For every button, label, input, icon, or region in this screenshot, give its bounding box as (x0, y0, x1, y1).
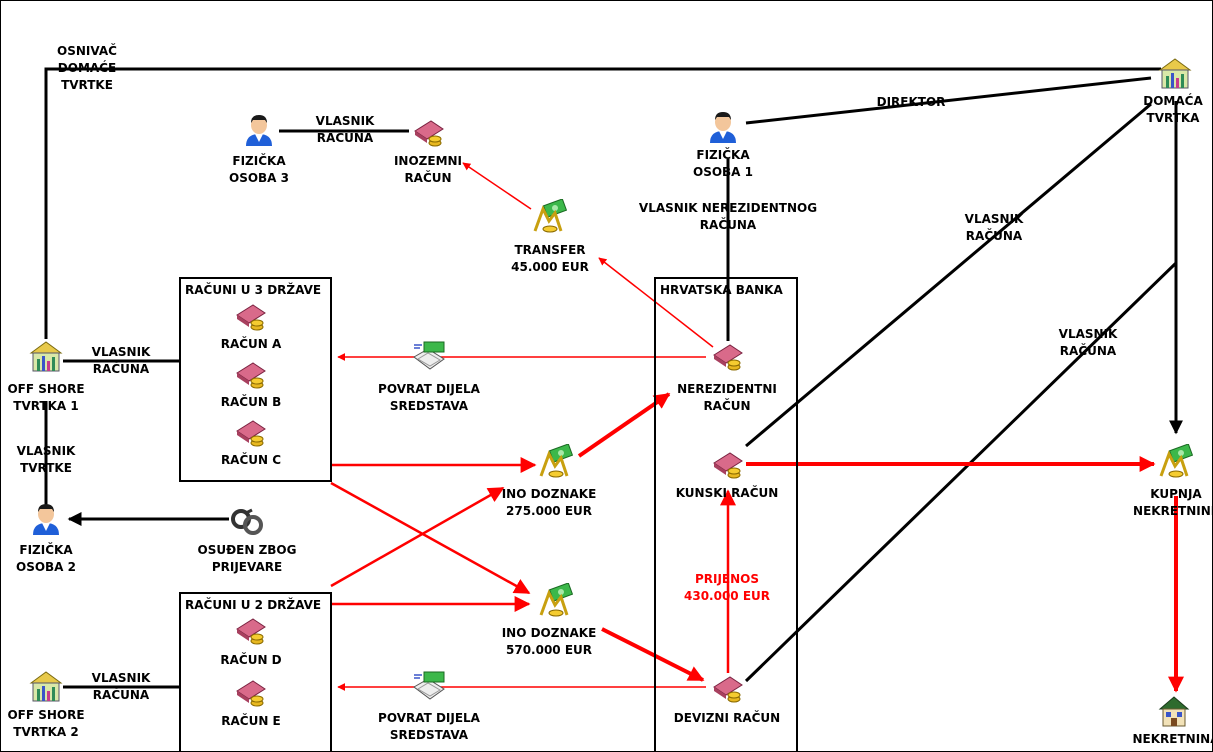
money-transfer-icon (539, 444, 573, 478)
relation-label-vlasnik-off1: VLASNIK RAČUNA (91, 345, 151, 376)
cash-return-icon (413, 671, 445, 700)
relation-label-vlasnik-off2: VLASNIK RAČUNA (91, 671, 151, 702)
account-label-b: RAČUN B (220, 395, 282, 409)
entity-label-povrat1: POVRAT DIJELA SREDSTAVA (378, 382, 480, 413)
bank-account-icon (236, 618, 266, 645)
owner-devizni-link (744, 261, 1178, 683)
person-icon (246, 115, 272, 146)
account-label-d: RAČUN D (220, 653, 282, 667)
entity-label-ino-doznake-2: INO DOZNAKE 570.000 EUR (501, 626, 597, 657)
relation-label-osnivac: OSNIVAČ DOMAĆE TVRTKE (57, 44, 117, 92)
person-icon (710, 112, 736, 143)
bank-account-icon (236, 680, 266, 707)
box-racuni-3-drzave: RAČUNI U 3 DRŽAVE (179, 277, 332, 482)
entity-label-povrat2: POVRAT DIJELA SREDSTAVA (378, 711, 480, 742)
entity-label-inozemni-racun: INOZEMNI RAČUN (393, 154, 463, 185)
entity-label-transfer: TRANSFER 45.000 EUR (511, 243, 589, 274)
account-label-a: RAČUN A (220, 337, 282, 351)
entity-label-nerezidentni: NEREZIDENTNI RAČUN (677, 382, 777, 413)
account-label-c: RAČUN C (220, 453, 282, 467)
relation-label-vlasnik-nerezidentnog: VLASNIK NEREZIDENTNOG RAČUNA (638, 201, 818, 232)
entity-label-osuden: OSUĐEN ZBOG PRIJEVARE (197, 543, 297, 574)
money-transfer-icon (533, 199, 567, 233)
entity-label-osoba1: FIZIČKA OSOBA 1 (692, 148, 754, 179)
relation-label-osoba3-vlasnik: VLASNIK RAČUNA (315, 114, 375, 145)
flow-2drzave-doznake1 (330, 486, 505, 588)
entity-label-domaca-tvrtka: DOMAĆA TVRTKA (1143, 94, 1203, 125)
relation-label-vlasnik-tvrtke: VLASNIK TVRTKE (16, 444, 76, 475)
bank-account-icon (713, 452, 743, 479)
relation-label-vlasnik-devizni: VLASNIK RAČUNA (1058, 327, 1118, 358)
director-link (745, 76, 1152, 125)
company-building-icon (29, 671, 63, 702)
flow-racunc-doznake2 (330, 481, 531, 595)
handcuffs-icon (231, 508, 263, 535)
bank-account-icon (414, 120, 444, 147)
company-building-icon (1158, 58, 1192, 89)
flow-transfer-inozemni (462, 162, 532, 210)
bank-account-icon (236, 362, 266, 389)
box-racuni-2-drzave: RAČUNI U 2 DRŽAVE (179, 592, 332, 751)
flow-nerezidentni-transfer (598, 257, 714, 348)
founder-link (44, 67, 1161, 339)
money-transfer-icon (1159, 444, 1193, 478)
entity-label-devizni: DEVIZNI RAČUN (673, 711, 781, 725)
entity-label-offshore1: OFF SHORE TVRTKA 1 (7, 382, 85, 413)
account-label-e: RAČUN E (221, 714, 281, 728)
entity-label-nekretnina: NEKRETNINA (1132, 732, 1213, 746)
entity-label-kunski: KUNSKI RAČUN (675, 486, 779, 500)
house-icon (1158, 696, 1190, 727)
box-title-2-drzave: RAČUNI U 2 DRŽAVE (185, 598, 322, 612)
bank-account-icon (713, 676, 743, 703)
box-hrvatska-banka: HRVATSKA BANKA (654, 277, 798, 751)
prijenos-label: PRIJENOS 430.000 EUR (683, 572, 771, 603)
entity-label-osoba3: FIZIČKA OSOBA 3 (228, 154, 290, 185)
entity-label-kupnja: KUPNJA NEKRETNINE (1133, 487, 1213, 518)
flow-doznake2-devizni (601, 627, 705, 682)
entity-label-osoba2: FIZIČKA OSOBA 2 (15, 543, 77, 574)
cash-return-icon (413, 341, 445, 370)
bank-account-icon (236, 304, 266, 331)
entity-label-offshore2: OFF SHORE TVRTKA 2 (7, 708, 85, 739)
relation-label-vlasnik-kunski: VLASNIK RAČUNA (964, 212, 1024, 243)
box-title-banka: HRVATSKA BANKA (660, 283, 783, 297)
owner-kunski-link (745, 102, 1152, 448)
relation-label-direktor: DIREKTOR (876, 95, 946, 109)
company-building-icon (29, 341, 63, 372)
person-icon (33, 504, 59, 535)
bank-account-icon (713, 344, 743, 371)
box-title-3-drzave: RAČUNI U 3 DRŽAVE (185, 283, 322, 297)
money-transfer-icon (539, 583, 573, 617)
entity-label-ino-doznake-1: INO DOZNAKE 275.000 EUR (501, 487, 597, 518)
bank-account-icon (236, 420, 266, 447)
